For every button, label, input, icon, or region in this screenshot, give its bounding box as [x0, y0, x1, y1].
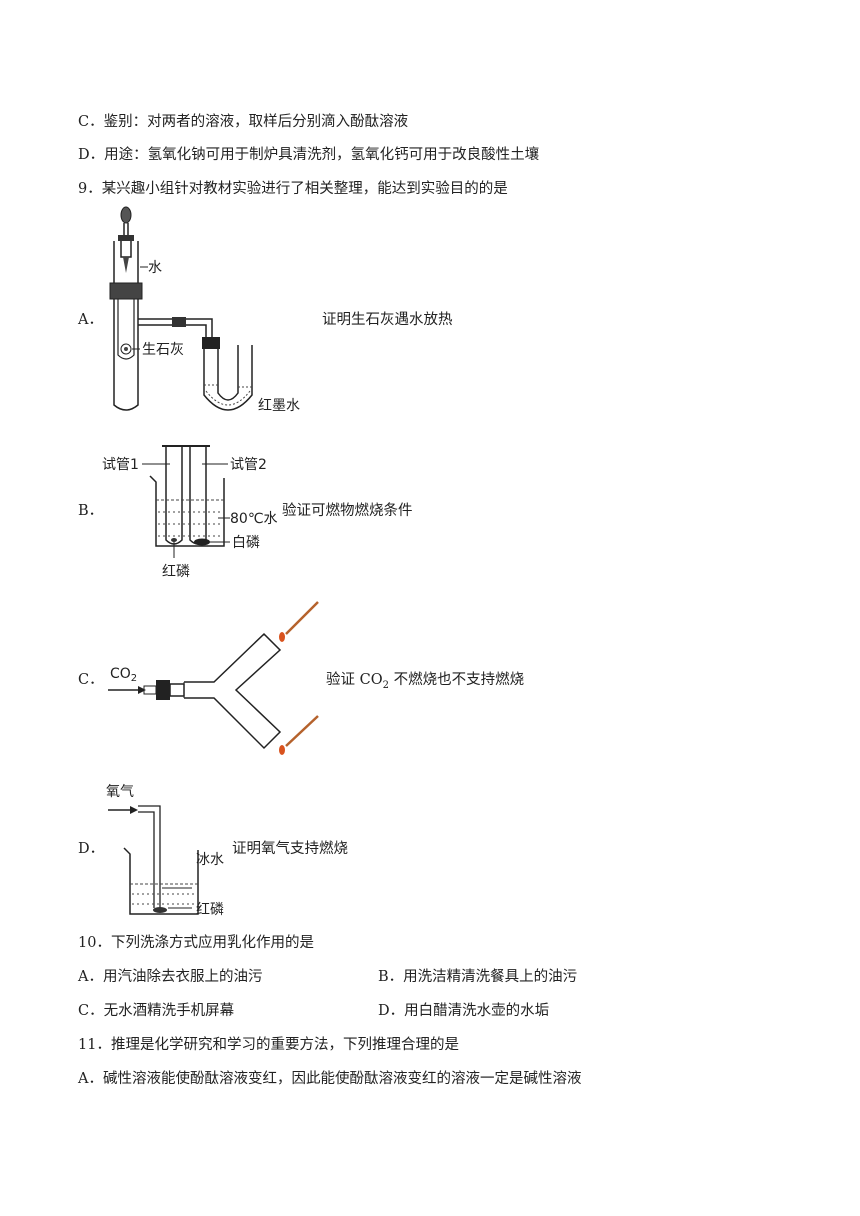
q9-option-a-caption: 证明生石灰遇水放热 — [322, 312, 453, 328]
label-red-phosphorus: 红磷 — [162, 564, 190, 580]
q9-option-b-caption: 验证可燃物燃烧条件 — [282, 503, 413, 519]
q8-option-d: D．用途：氢氧化钠可用于制炉具清洗剂，氢氧化钙可用于改良酸性土壤 — [78, 147, 540, 163]
q9-option-b-letter: B． — [78, 503, 104, 519]
label-red-ink: 红墨水 — [258, 398, 300, 414]
label-ice-water: 冰水 — [196, 852, 224, 868]
q9-option-d-letter: D． — [78, 841, 105, 857]
figure-d-oxygen-beaker: 氧气 冰水 红磷 — [106, 784, 224, 918]
q10-stem: 10．下列洗涤方式应用乳化作用的是 — [78, 935, 314, 951]
q9-option-d-caption: 证明氧气支持燃烧 — [232, 841, 348, 857]
q10-option-c: C．无水酒精洗手机屏幕 — [78, 1003, 235, 1019]
figure-b-combustion-conditions: 试管1 试管2 80℃水 白磷 红磷 — [102, 445, 278, 580]
label-water: 水 — [148, 260, 162, 276]
label-red-phosphorus-d: 红磷 — [196, 902, 224, 918]
label-tube1: 试管1 — [102, 457, 139, 473]
label-quicklime: 生石灰 — [142, 342, 184, 358]
label-oxygen: 氧气 — [106, 784, 134, 800]
q8-option-c: C．鉴别：对两者的溶液，取样后分别滴入酚酞溶液 — [78, 114, 409, 130]
q9-stem: 9．某兴趣小组针对教材实验进行了相关整理，能达到实验目的的是 — [78, 181, 508, 197]
q10-option-a: A．用汽油除去衣服上的油污 — [78, 969, 263, 985]
q10-option-d: D．用白醋清洗水壶的水垢 — [378, 1003, 550, 1019]
label-tube2: 试管2 — [230, 457, 267, 473]
label-co2: CO2 — [110, 666, 137, 684]
q11-option-a: A．碱性溶液能使酚酞溶液变红，因此能使酚酞溶液变红的溶液一定是碱性溶液 — [78, 1071, 582, 1087]
q9-option-a-letter: A． — [78, 312, 103, 328]
q10-option-b: B．用洗洁精清洗餐具上的油污 — [378, 969, 578, 985]
q11-stem: 11．推理是化学研究和学习的重要方法，下列推理合理的是 — [78, 1037, 459, 1053]
label-white-phosphorus: 白磷 — [232, 535, 260, 551]
q9-option-c-caption: 验证 CO2 不燃烧也不支持燃烧 — [326, 672, 525, 691]
q9-option-c-letter: C． — [78, 672, 104, 688]
label-hot-water: 80℃水 — [230, 511, 278, 527]
figure-c-co2-y-tube: CO2 — [108, 601, 319, 755]
figure-a-lime-water-apparatus: 水 生石灰 红墨水 — [109, 206, 300, 414]
